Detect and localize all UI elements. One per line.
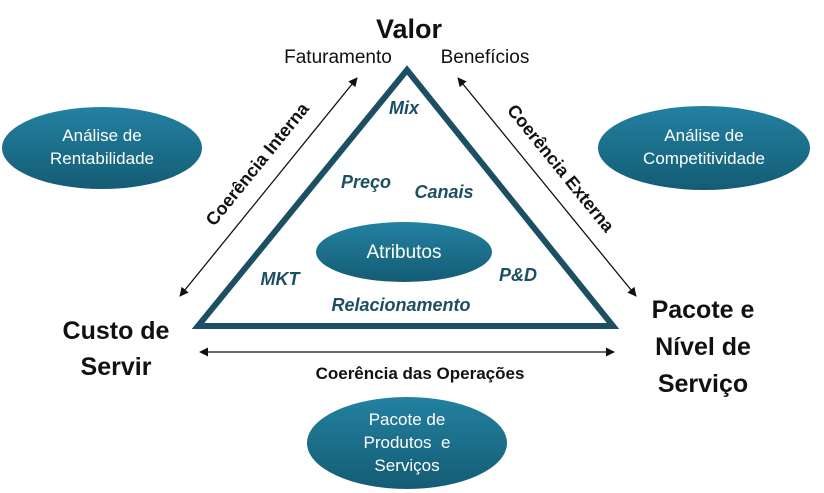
inside-label-pd: P&D bbox=[499, 265, 537, 285]
bottom-right-vertex-line1: Pacote e bbox=[652, 296, 755, 324]
top-vertex-title: Valor bbox=[376, 14, 443, 44]
bottom-bubble-line2: Produtos e bbox=[364, 433, 451, 452]
center-attributes-ellipse bbox=[316, 222, 492, 282]
inside-label-mix: Mix bbox=[389, 98, 420, 118]
top-vertex-right-label: Benefícios bbox=[441, 47, 530, 68]
inside-label-preco: Preço bbox=[341, 172, 391, 192]
inside-label-canais: Canais bbox=[414, 182, 473, 202]
left-bubble bbox=[2, 107, 202, 189]
inside-label-mkt: MKT bbox=[261, 269, 302, 289]
bottom-right-vertex-line3: Serviço bbox=[658, 370, 748, 398]
right-bubble-line2: Competitividade bbox=[643, 149, 765, 168]
bottom-bubble-line1: Pacote de bbox=[369, 410, 446, 429]
bottom-left-vertex-line1: Custo de bbox=[63, 317, 170, 345]
bottom-bubble-line3: Serviços bbox=[374, 456, 439, 475]
bottom-edge-label: Coerência das Operações bbox=[316, 364, 525, 383]
left-bubble-line1: Análise de bbox=[62, 126, 141, 145]
left-edge-arrow bbox=[179, 77, 358, 297]
right-bubble-line1: Análise de bbox=[664, 126, 743, 145]
right-edge-arrow bbox=[457, 77, 637, 297]
bottom-bubble bbox=[307, 397, 507, 489]
top-vertex-left-label: Faturamento bbox=[284, 47, 392, 68]
right-bubble bbox=[598, 106, 810, 190]
center-attributes-label: Atributos bbox=[367, 242, 442, 263]
inside-label-relacionamento: Relacionamento bbox=[331, 295, 470, 315]
bottom-left-vertex-line2: Servir bbox=[81, 353, 152, 381]
bottom-right-vertex-line2: Nível de bbox=[655, 333, 751, 361]
left-bubble-line2: Rentabilidade bbox=[50, 149, 154, 168]
